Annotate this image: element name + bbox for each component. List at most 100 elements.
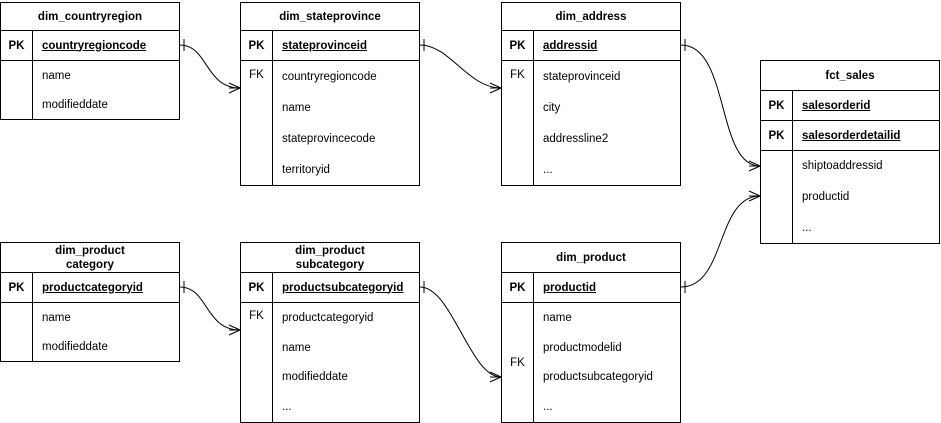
attribute-row[interactable]: ... bbox=[802, 221, 812, 234]
attribute-row[interactable]: name bbox=[282, 341, 311, 354]
attribute-row[interactable]: name bbox=[282, 101, 311, 114]
attribute-name: salesorderid bbox=[802, 99, 871, 112]
primary-key-row[interactable]: PK productcategoryid bbox=[1, 273, 179, 303]
attribute-name-cell: salesorderid bbox=[793, 91, 939, 120]
attribute-block: FK productcategoryid name modifieddate... bbox=[241, 303, 419, 422]
key-badge: PK bbox=[1, 273, 33, 302]
cardinality-many-marker bbox=[748, 160, 761, 172]
attribute-row[interactable]: shiptoaddressid bbox=[802, 160, 883, 173]
foreign-key-badge bbox=[1, 303, 33, 361]
attribute-row[interactable]: ... bbox=[543, 163, 553, 176]
key-badge: PK bbox=[502, 273, 534, 302]
attribute-list: name modifieddate bbox=[33, 61, 179, 119]
relationship-line bbox=[419, 286, 502, 378]
foreign-key-badge: FK bbox=[502, 61, 534, 185]
attribute-name: productcategoryid bbox=[42, 281, 143, 294]
key-badge: PK bbox=[761, 91, 793, 120]
primary-key-row[interactable]: PK stateprovinceid bbox=[241, 31, 419, 61]
foreign-key-badge bbox=[761, 151, 793, 243]
key-badge: PK bbox=[241, 31, 273, 60]
entity-title: dim_stateprovince bbox=[241, 3, 419, 31]
attribute-row[interactable]: modifieddate bbox=[42, 340, 108, 353]
attribute-list: shiptoaddressid productid... bbox=[793, 151, 939, 243]
attribute-name-cell: productsubcategoryid bbox=[273, 273, 419, 302]
key-badge: PK bbox=[502, 31, 534, 60]
attribute-block: shiptoaddressid productid... bbox=[761, 151, 939, 243]
primary-key-row[interactable]: PK salesorderid bbox=[761, 91, 939, 121]
primary-key-row[interactable]: PK countryregioncode bbox=[1, 31, 179, 61]
entity-title: dim_countryregion bbox=[1, 3, 179, 31]
relationship-line bbox=[680, 44, 761, 167]
foreign-key-badge: FK bbox=[502, 303, 534, 422]
attribute-row[interactable]: productmodelid bbox=[543, 341, 622, 354]
entity-title: dim_product category bbox=[1, 243, 179, 273]
primary-key-row[interactable]: PK addressid bbox=[502, 31, 680, 61]
attribute-row[interactable]: stateprovinceid bbox=[543, 70, 621, 83]
attribute-list: stateprovinceid city addressline2... bbox=[534, 61, 680, 185]
attribute-block: name modifieddate bbox=[1, 61, 179, 119]
attribute-list: name modifieddate bbox=[33, 303, 179, 361]
attribute-row[interactable]: city bbox=[543, 101, 561, 114]
relationship-line bbox=[419, 44, 502, 89]
key-badge: PK bbox=[1, 31, 33, 60]
relationship-line bbox=[179, 44, 241, 89]
attribute-name: productid bbox=[543, 281, 597, 294]
key-badge: PK bbox=[241, 273, 273, 302]
attribute-name: productsubcategoryid bbox=[282, 281, 404, 294]
relationship-countryregion-to-stateprovince bbox=[179, 39, 241, 94]
attribute-row[interactable]: productsubcategoryid bbox=[543, 371, 653, 384]
relationship-productsubcategory-to-product bbox=[419, 281, 502, 383]
relationship-line bbox=[179, 286, 241, 331]
attribute-row[interactable]: modifieddate bbox=[42, 98, 108, 111]
foreign-key-badge: FK bbox=[241, 61, 273, 185]
attribute-row[interactable]: modifieddate bbox=[282, 371, 348, 384]
attribute-row[interactable]: addressline2 bbox=[543, 132, 609, 145]
attribute-row[interactable]: name bbox=[543, 311, 572, 324]
attribute-name-cell: countryregioncode bbox=[33, 31, 179, 60]
relationship-productcategory-to-productsubcategory bbox=[179, 281, 241, 336]
attribute-row[interactable]: name bbox=[42, 69, 71, 82]
attribute-row[interactable]: productid bbox=[802, 191, 850, 203]
attribute-name: addressid bbox=[543, 39, 598, 52]
attribute-name-cell: addressid bbox=[534, 31, 680, 60]
foreign-key-badge: FK bbox=[241, 303, 273, 422]
cardinality-many-marker bbox=[748, 190, 761, 202]
relationship-product-to-fctsales bbox=[680, 190, 761, 293]
attribute-list: countryregioncode name stateprovincecode te… bbox=[273, 61, 419, 185]
attribute-name-cell: productid bbox=[534, 273, 680, 302]
foreign-key-badge bbox=[1, 61, 33, 119]
primary-key-row[interactable]: PK productid bbox=[502, 273, 680, 303]
attribute-block: FK countryregioncode name stateprovincecode… bbox=[241, 61, 419, 185]
attribute-list: productcategoryid name modifieddate... bbox=[273, 303, 419, 422]
cardinality-many-marker bbox=[228, 82, 241, 94]
attribute-row[interactable]: countryregioncode bbox=[282, 70, 377, 83]
cardinality-many-marker bbox=[489, 371, 502, 383]
attribute-name-cell: productcategoryid bbox=[33, 273, 179, 302]
attribute-name-cell: salesorderdetailid bbox=[793, 121, 939, 150]
cardinality-many-marker bbox=[489, 82, 502, 94]
attribute-row[interactable]: name bbox=[42, 311, 71, 324]
attribute-list: name productmodelid productsubcategoryid..… bbox=[534, 303, 680, 422]
primary-key-row[interactable]: PK productsubcategoryid bbox=[241, 273, 419, 303]
cardinality-many-marker bbox=[228, 324, 241, 336]
attribute-row[interactable]: ... bbox=[543, 401, 553, 414]
relationship-address-to-fctsales bbox=[680, 39, 761, 172]
attribute-row[interactable]: territoryid bbox=[282, 163, 330, 176]
entity-title: dim_product bbox=[502, 243, 680, 273]
attribute-row[interactable]: stateprovincecode bbox=[282, 132, 376, 145]
entity-title: dim_product subcategory bbox=[241, 243, 419, 273]
attribute-row[interactable]: productcategoryid bbox=[282, 311, 374, 324]
attribute-name: countryregioncode bbox=[42, 39, 147, 52]
key-badge: PK bbox=[761, 121, 793, 150]
attribute-row[interactable]: ... bbox=[282, 401, 292, 414]
attribute-name: stateprovinceid bbox=[282, 39, 367, 52]
entity-title: dim_address bbox=[502, 3, 680, 31]
